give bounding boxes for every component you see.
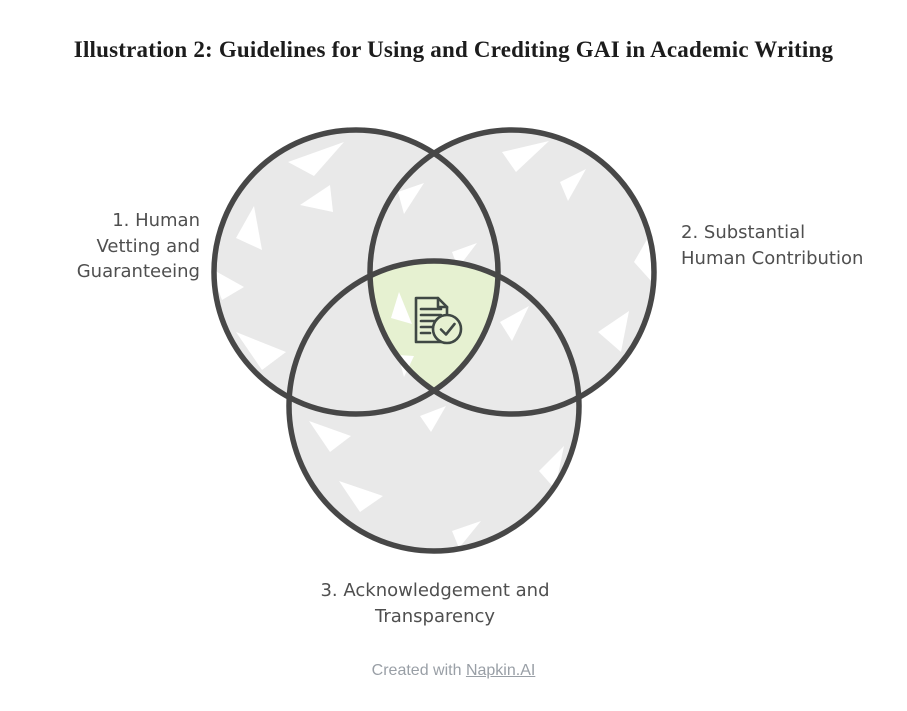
page-title: Illustration 2: Guidelines for Using and… [73, 37, 834, 63]
circle-3-outline [286, 258, 582, 554]
venn-label-acknowledgement: 3. Acknowledgement and Transparency [320, 580, 550, 627]
venn-label-human-vetting: 1. Human Vetting and Guaranteeing [76, 210, 200, 282]
attribution-footer: Created with Napkin.AI [0, 662, 907, 680]
check-circle [431, 313, 463, 345]
circle-1-outline [211, 127, 501, 417]
circle-2-outline [367, 127, 657, 417]
venn-label-human-contribution: 2. Substantial Human Contribution [681, 222, 864, 269]
document-check-icon [414, 296, 463, 345]
circle-3-fill [289, 261, 579, 551]
attribution-text: Created with [371, 662, 462, 679]
document-fold-corner [436, 296, 449, 309]
document-text-lines [419, 307, 443, 335]
napkin-ai-link[interactable]: Napkin.AI [465, 662, 536, 679]
sketch-texture [210, 141, 652, 548]
venn-circle-outlines [211, 127, 657, 554]
check-mark [439, 322, 456, 336]
